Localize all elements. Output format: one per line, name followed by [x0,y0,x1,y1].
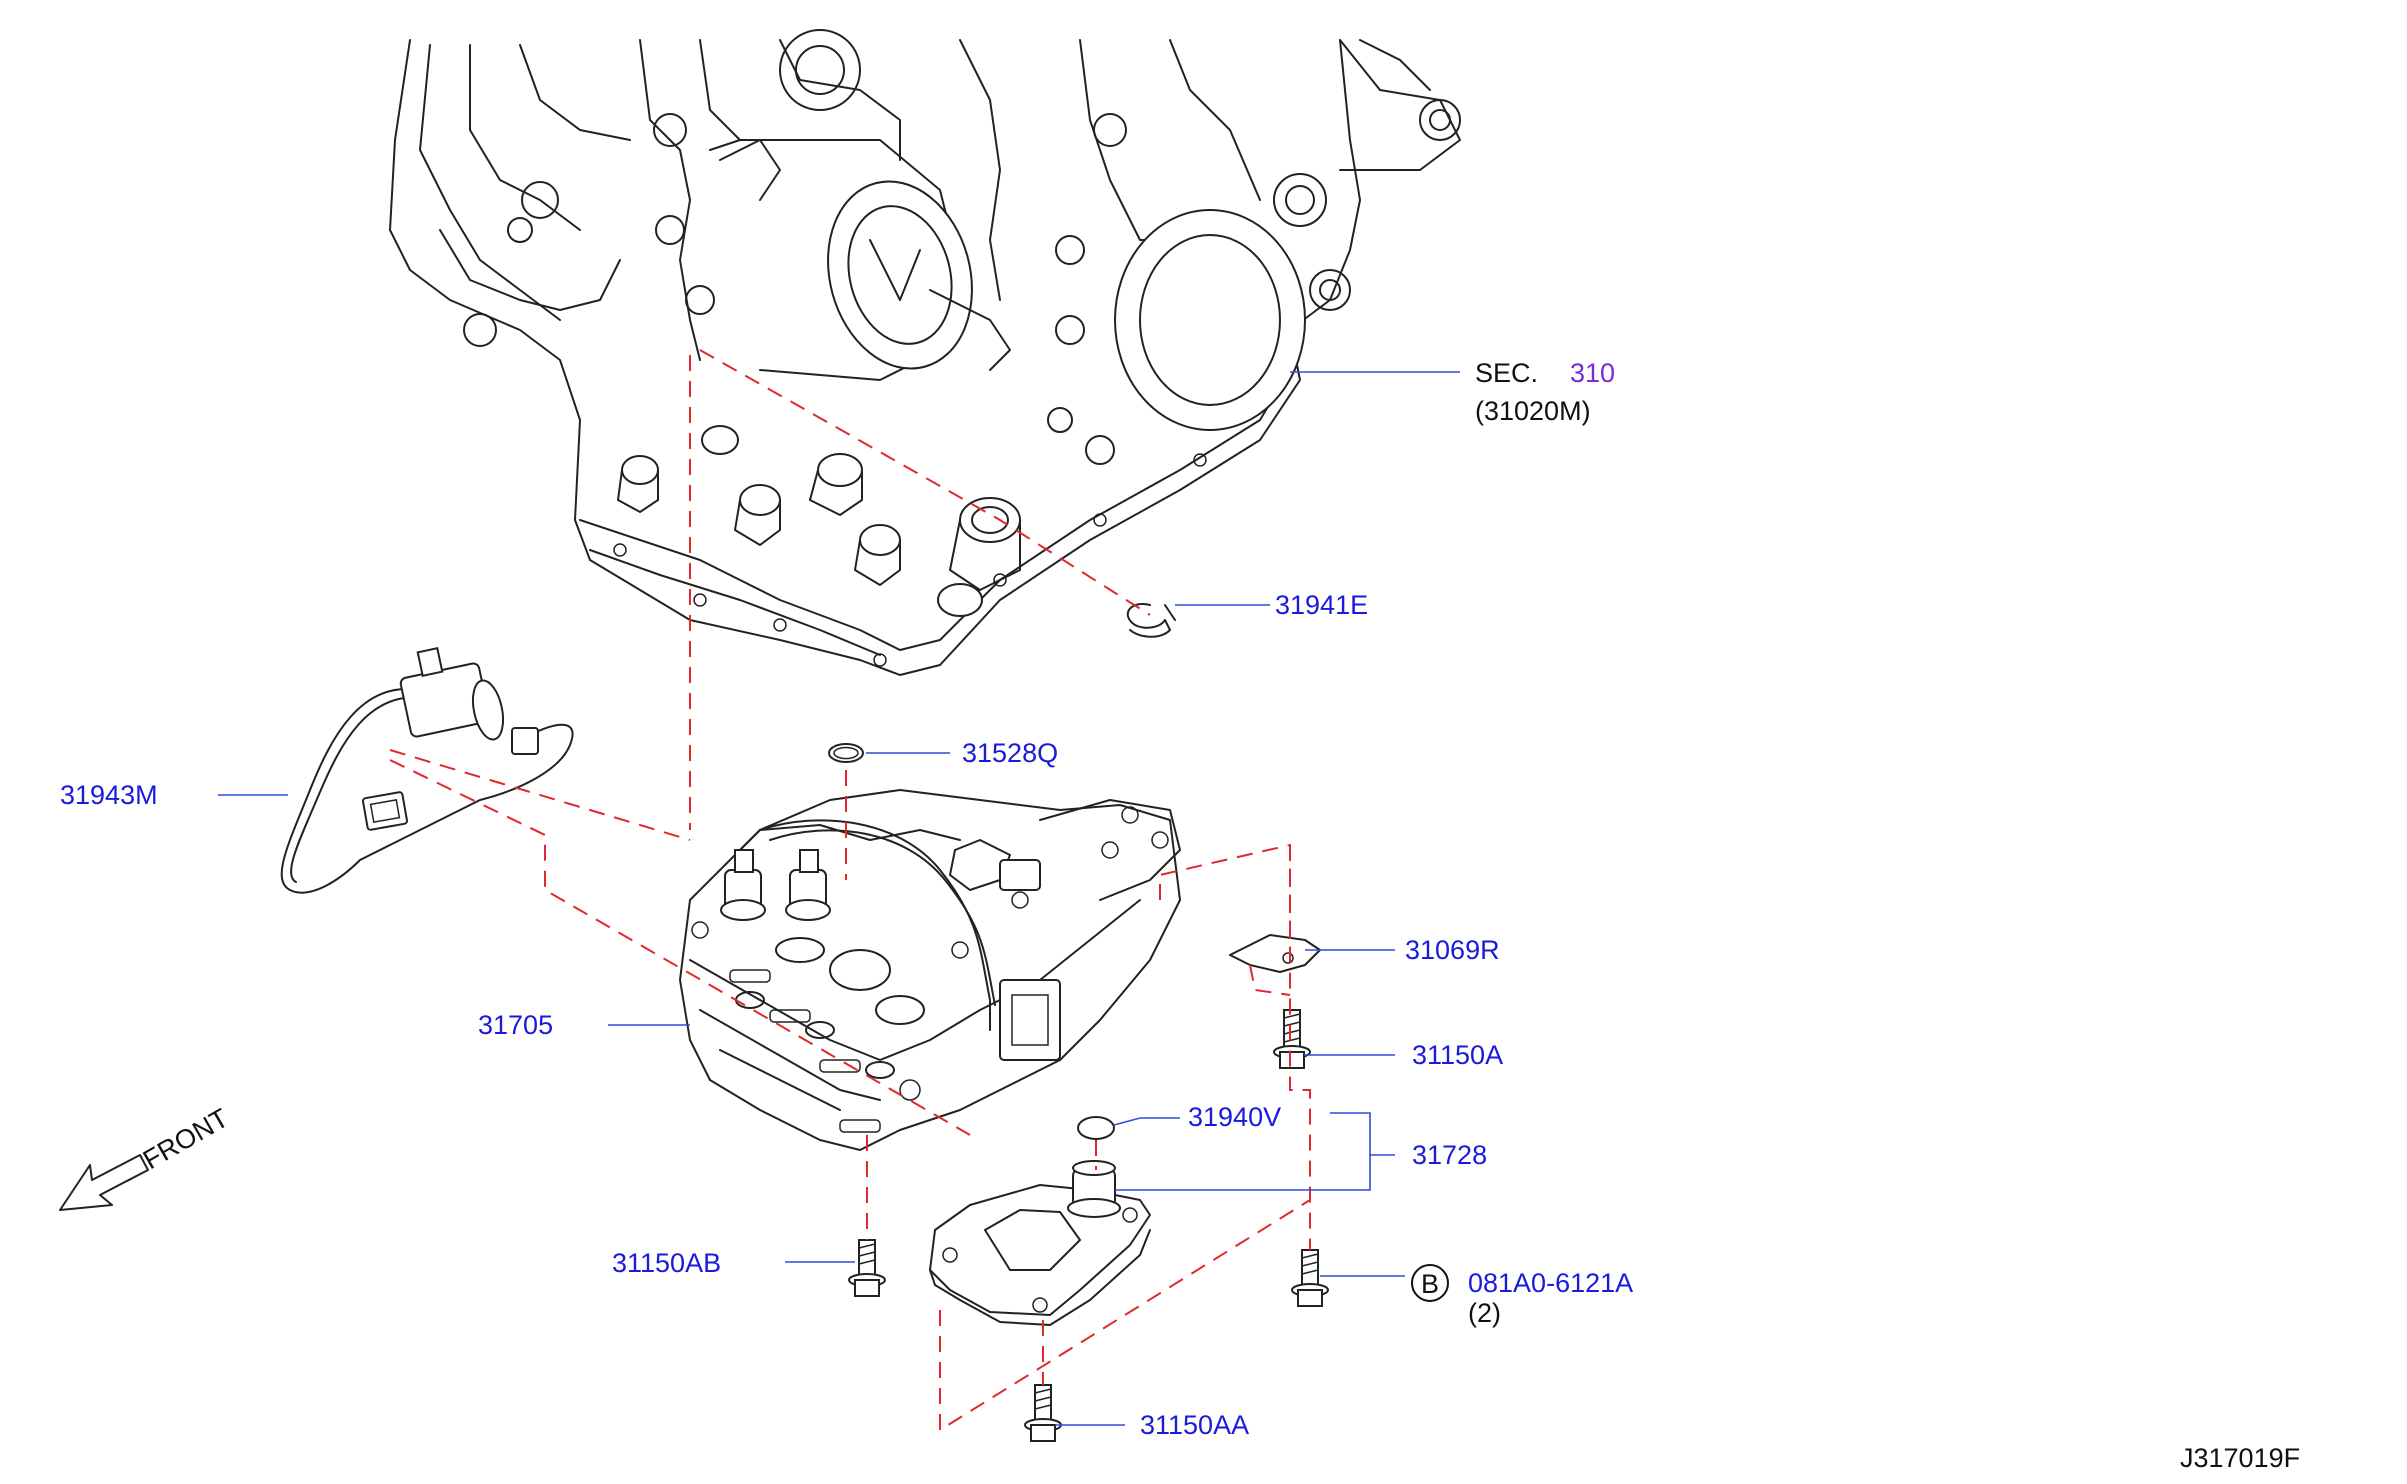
part-31728: 31728 [1412,1140,1487,1170]
part-31150ab: 31150AB [612,1248,721,1278]
sec-number: 310 [1570,358,1615,388]
bolt-31150ab [848,1239,886,1297]
part-31705: 31705 [478,1010,553,1040]
front-arrow-icon [59,1154,149,1211]
bolt-081a0-6121a [1291,1249,1329,1307]
front-label: FRONT [138,1103,234,1175]
leader-lines [218,371,1460,1426]
harness-31943m [280,646,574,894]
part-31528q: 31528Q [962,738,1058,768]
o-ring-31528q [828,743,864,763]
sec-part-number: (31020M) [1475,396,1591,426]
part-31150aa: 31150AA [1140,1410,1249,1440]
bolt-quantity: (2) [1468,1298,1501,1328]
part-081a0-6121a: 081A0-6121A [1468,1268,1633,1298]
circled-letter-icon: B [1411,1264,1449,1302]
o-ring-31940v [1077,1116,1115,1140]
part-31941e: 31941E [1275,590,1368,620]
part-31150a: 31150A [1412,1040,1503,1070]
bracket-31069r [1229,934,1321,973]
valve-body-31705 [679,789,1181,1151]
diagram-id: J317019F [2180,1443,2300,1473]
oil-strainer-31728 [929,1160,1151,1326]
bolt-ref-letter: B [1421,1269,1439,1299]
bolt-31150aa [1024,1384,1062,1442]
bolt-31150a [1273,1009,1311,1069]
part-31940v: 31940V [1188,1102,1281,1132]
transmission-case [389,29,1461,676]
assembly-lines [389,349,1311,1432]
sec-label: SEC. [1475,358,1538,388]
part-31943m: 31943M [60,780,158,810]
clip-31941e [1126,603,1176,638]
part-31069r: 31069R [1405,935,1500,965]
